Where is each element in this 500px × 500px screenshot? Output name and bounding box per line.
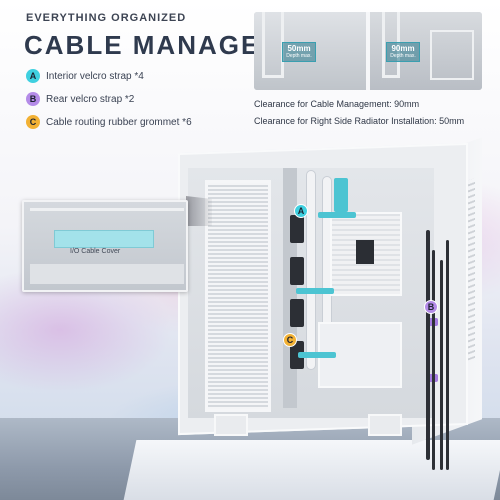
marker-a-icon: A [26, 69, 40, 83]
velcro-strap [318, 212, 356, 218]
legend-item-grommet: C Cable routing rubber grommet *6 [26, 112, 192, 132]
marker-c-icon: C [26, 115, 40, 129]
legend-item-rear-strap: B Rear velcro strap *2 [26, 89, 192, 109]
depth-caption: Depth max. [286, 53, 312, 59]
feature-legend: A Interior velcro strap *4 B Rear velcro… [26, 66, 192, 135]
clearance-detail-photo: 50mm Depth max. 90mm Depth max. [254, 12, 482, 90]
case-foot [214, 414, 248, 436]
legend-label: Cable routing rubber grommet *6 [46, 116, 192, 128]
fan-icon [290, 341, 304, 369]
fan-icon [290, 215, 304, 243]
depth-value: 50mm [287, 44, 311, 53]
zoom-connector [186, 196, 212, 226]
depth-90mm-label: 90mm Depth max. [386, 42, 420, 62]
cable-bundle [440, 260, 443, 470]
legend-item-interior-strap: A Interior velcro strap *4 [26, 66, 192, 86]
io-cable-cover [54, 230, 154, 248]
cable-bundle [432, 250, 435, 470]
case-rail [30, 208, 184, 211]
case-floor [30, 264, 184, 284]
fan-icon [290, 257, 304, 285]
coolant-tube [306, 170, 316, 370]
cable-bundle [446, 240, 449, 470]
cable-clearance-text: Clearance for Cable Management: 90mm [254, 99, 420, 109]
depth-50mm-label: 50mm Depth max. [282, 42, 316, 62]
velcro-strap [334, 178, 348, 212]
case-foot [368, 414, 402, 436]
depth-caption: Depth max. [390, 53, 416, 59]
depth-value: 90mm [391, 44, 415, 53]
legend-label: Interior velcro strap *4 [46, 70, 144, 82]
case-bracket [430, 30, 474, 80]
fan-stack [290, 215, 304, 383]
cable-bundle [426, 230, 430, 460]
marker-a-icon: A [294, 204, 308, 218]
io-cover-label: I/O Cable Cover [70, 248, 121, 255]
legend-label: Rear velcro strap *2 [46, 93, 135, 105]
velcro-strap [298, 352, 336, 358]
velcro-strap [296, 288, 334, 294]
radiator [205, 180, 271, 412]
case-frame-edge [262, 12, 284, 78]
eyebrow-heading: EVERYTHING ORGANIZED [26, 12, 187, 24]
marker-c-icon: C [283, 333, 297, 347]
marker-b-icon: B [26, 92, 40, 106]
marker-b-icon: B [424, 300, 438, 314]
radiator-clearance-text: Clearance for Right Side Radiator Instal… [254, 116, 465, 126]
display-ledge [123, 440, 500, 500]
io-cover-zoom-callout: I/O Cable Cover [22, 200, 188, 292]
fan-icon [290, 299, 304, 327]
panel-divider [366, 12, 370, 90]
brand-logo-icon [356, 240, 374, 264]
